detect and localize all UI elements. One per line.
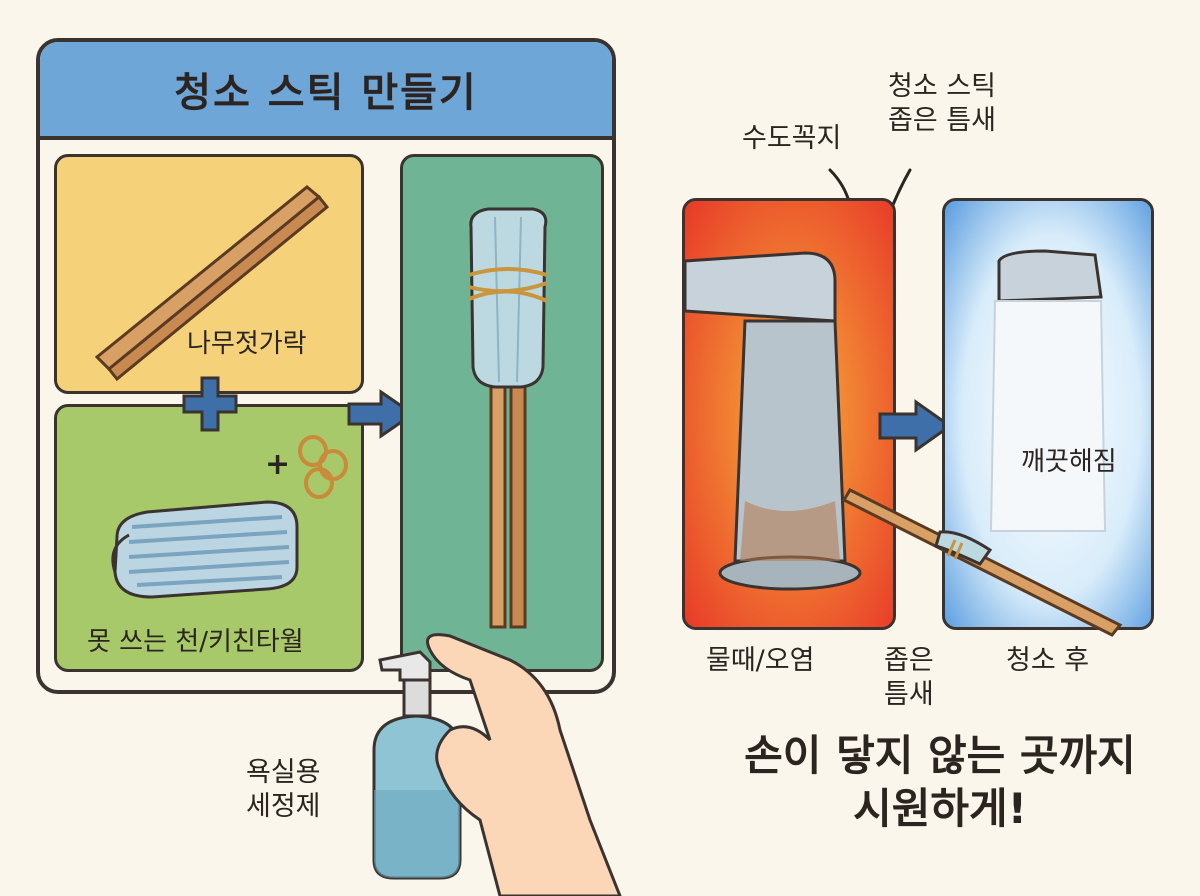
arrow-right-icon: [347, 389, 416, 439]
gap-label: 좁은 틈새: [884, 645, 934, 710]
instruction-panel: 청소 스틱 만들기 나무젓가락 +: [36, 38, 616, 694]
plus-small-label: +: [265, 447, 291, 482]
chopsticks-icon: [94, 185, 330, 382]
panel-header: 청소 스틱 만들기: [40, 42, 612, 140]
cleaning-stick-icon: [841, 488, 1123, 637]
chopsticks-box: 나무젓가락: [54, 154, 364, 394]
faucet-callout: 수도꼭지: [742, 123, 842, 154]
chopsticks-label: 나무젓가락: [187, 329, 307, 359]
stick-callout: 청소 스틱 좁은 틈새: [888, 71, 996, 136]
hand-icon: [426, 633, 622, 896]
cloth-box: + 못 쓰는 천/키친타월: [54, 404, 364, 672]
towel-icon: [111, 500, 299, 599]
clean-label: 깨끗해짐: [1021, 447, 1117, 477]
plus-icon: [182, 376, 238, 432]
result-box: [400, 154, 604, 672]
cloth-label: 못 쓰는 천/키친타월: [87, 627, 304, 657]
faucet-icon: [685, 201, 893, 627]
cleaning-stick-icon: [468, 207, 548, 629]
stain-label: 물때/오염: [706, 645, 815, 676]
slogan: 손이 닿지 않는 곳까지 시원하게!: [744, 731, 1136, 833]
dirty-faucet-box: [682, 198, 896, 630]
rubber-band-icon: [298, 435, 348, 499]
detergent-label: 욕실용 세정제: [246, 757, 321, 822]
panel-title: 청소 스틱 만들기: [174, 70, 478, 116]
after-label: 청소 후: [1006, 645, 1090, 676]
arrow-right-icon: [878, 399, 953, 453]
